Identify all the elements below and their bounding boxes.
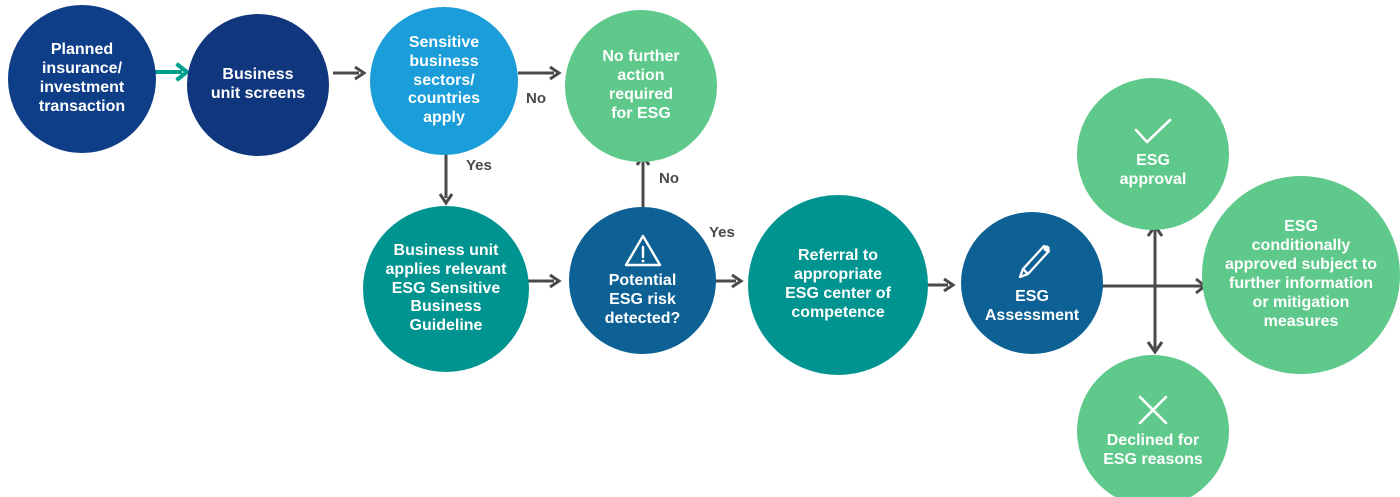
warning-triangle-icon <box>623 232 663 268</box>
node-label: Potential ESG risk detected? <box>604 272 681 327</box>
edge-referral-to-assessment <box>926 275 966 295</box>
node-label: Sensitive business sectors/ countries ap… <box>407 33 480 127</box>
node-label: ESG approval <box>1119 152 1187 188</box>
pen-icon <box>1011 240 1053 284</box>
node-esg-declined[interactable]: Declined for ESG reasons <box>1077 355 1229 497</box>
node-label: Business unit applies relevant ESG Sensi… <box>385 241 507 335</box>
node-no-further-action[interactable]: No further action required for ESG <box>565 10 717 162</box>
node-label: ESG conditionally approved subject to fu… <box>1224 218 1378 330</box>
edge-assessment-split <box>1100 222 1210 362</box>
node-label: No further action required for ESG <box>602 48 680 122</box>
node-label: ESG Assessment <box>984 288 1080 324</box>
node-referral-center[interactable]: Referral to appropriate ESG center of co… <box>748 195 928 375</box>
edge-label-yes-risk: Yes <box>709 224 735 241</box>
edge-screens-to-sectors <box>333 63 371 83</box>
node-business-unit-screens[interactable]: Business unit screens <box>187 14 329 156</box>
edge-sectors-to-guideline <box>435 152 457 210</box>
edge-planned-to-screens <box>152 62 194 82</box>
edge-label-no-sectors: No <box>526 90 546 107</box>
node-esg-conditional[interactable]: ESG conditionally approved subject to fu… <box>1202 176 1400 374</box>
node-label: Business unit screens <box>210 66 306 102</box>
node-label: Declined for ESG reasons <box>1103 432 1203 468</box>
node-potential-risk[interactable]: Potential ESG risk detected? <box>569 207 716 354</box>
node-esg-approval[interactable]: ESG approval <box>1077 78 1229 230</box>
node-apply-guideline[interactable]: Business unit applies relevant ESG Sensi… <box>363 206 529 372</box>
edge-label-no-risk: No <box>659 170 679 187</box>
node-planned-transaction[interactable]: Planned insurance/ investment transactio… <box>8 5 156 153</box>
edge-guideline-to-risk <box>528 271 572 291</box>
edge-sectors-to-no-action <box>518 63 568 83</box>
node-label: Planned insurance/ investment transactio… <box>38 41 126 115</box>
check-icon <box>1130 118 1176 148</box>
edge-risk-to-referral <box>714 271 754 291</box>
node-sensitive-sectors[interactable]: Sensitive business sectors/ countries ap… <box>370 7 518 155</box>
edge-label-yes-sectors: Yes <box>466 157 492 174</box>
x-icon <box>1134 392 1172 428</box>
node-esg-assessment[interactable]: ESG Assessment <box>961 212 1103 354</box>
node-label: Referral to appropriate ESG center of co… <box>785 247 891 321</box>
